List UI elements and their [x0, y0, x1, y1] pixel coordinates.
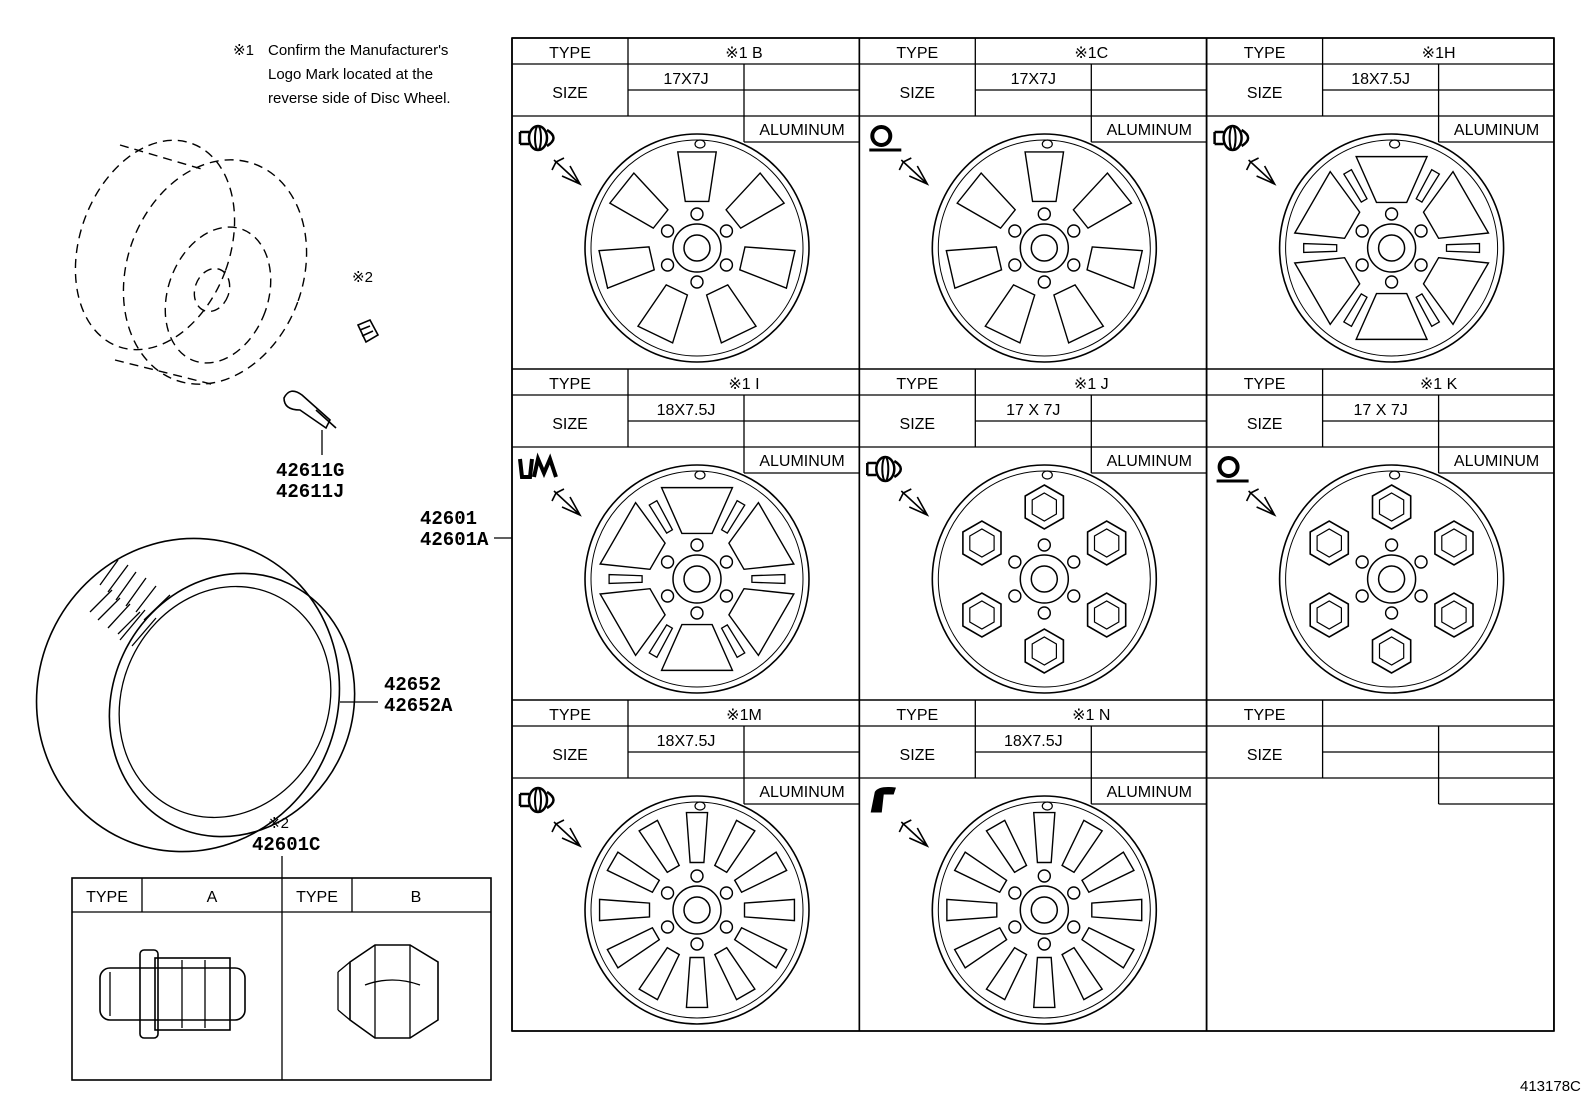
wheel-type-code: ※1 I: [728, 376, 759, 393]
q-logo-icon: [1216, 456, 1277, 517]
type-label: TYPE: [1244, 376, 1286, 393]
wheel-type-code: ※1H: [1422, 45, 1456, 62]
wheel-12-window-drawing: [584, 795, 810, 1025]
nut-part: 42601C: [252, 834, 320, 856]
spare-wheel-dashed-drawing: [74, 139, 308, 386]
wheel-size: 18X7.5J: [1004, 733, 1063, 750]
wheel-material: ALUMINUM: [759, 122, 844, 139]
valve-part-2: 42611J: [276, 481, 344, 503]
type-label: TYPE: [549, 376, 591, 393]
wheel-type-code: ※1M: [726, 707, 762, 724]
tire-drawing: 42652 42652A: [35, 537, 453, 853]
note-mark: ※1: [233, 42, 254, 59]
note-line-3: reverse side of Disc Wheel.: [268, 90, 451, 107]
type-label: TYPE: [1244, 45, 1286, 62]
wheel-type-code: ※1C: [1074, 45, 1108, 62]
figure-id: 413178C: [1520, 1078, 1581, 1095]
tire-part-2: 42652A: [384, 695, 453, 717]
size-label: SIZE: [900, 416, 936, 433]
wheel-part-2: 42601A: [420, 529, 489, 551]
nut-type-b: B: [411, 889, 422, 906]
size-label: SIZE: [552, 85, 588, 102]
wheel-material: ALUMINUM: [1107, 122, 1192, 139]
wheel-type-code: ※1 J: [1074, 376, 1109, 393]
wheel-part-labels: 42601 42601A: [420, 508, 512, 551]
size-label: SIZE: [1247, 416, 1283, 433]
nut-ref: ※2: [268, 815, 289, 832]
toyota-logo-icon: [518, 786, 582, 848]
valve-cap-ref: ※2: [352, 269, 373, 286]
nut-table: TYPE A TYPE B: [71, 877, 492, 1081]
wheel-size: 18X7.5J: [657, 733, 716, 750]
wheel-material: ALUMINUM: [1454, 122, 1539, 139]
type-label: TYPE: [549, 45, 591, 62]
note-line-2: Logo Mark located at the: [268, 66, 433, 83]
wheel-type-code: ※1 B: [725, 45, 762, 62]
q-logo-icon: [869, 125, 930, 186]
wheel-cell-2: TYPE SIZE ※1C 17X7J ALUMINUM: [858, 37, 1208, 369]
boot-logo-icon: [870, 787, 930, 848]
toyota-logo-icon: [1213, 124, 1277, 186]
valve-part-1: 42611G: [276, 460, 344, 482]
nut-type-label-a: TYPE: [86, 889, 128, 906]
wheel-material: ALUMINUM: [759, 453, 844, 470]
lug-nut-a-drawing: [99, 949, 246, 1039]
wheel-size: 17X7J: [1011, 71, 1056, 88]
size-label: SIZE: [900, 85, 936, 102]
valve-cap-drawing: ※2: [352, 269, 380, 344]
nut-type-a: A: [207, 889, 218, 906]
wheel-material: ALUMINUM: [1107, 784, 1192, 801]
wheel-type-table: TYPE SIZE ※1 B 17X7J ALUMINUM TYPE SIZE ※1C 17X7…: [511, 37, 1555, 1032]
wheel-6-hex-drawing: [931, 464, 1158, 694]
wheel-material: ALUMINUM: [1107, 453, 1192, 470]
manufacturer-note: ※1 Confirm the Manufacturer's Logo Mark …: [233, 42, 451, 107]
lug-nut-b-drawing: [337, 944, 439, 1039]
type-label: TYPE: [896, 376, 938, 393]
wheel-6-hex-drawing: [1278, 464, 1505, 694]
wheel-7-spoke-drawing: [931, 133, 1158, 363]
wheel-7-spoke-drawing: [584, 133, 810, 363]
wheel-material: ALUMINUM: [1454, 453, 1539, 470]
wheel-cell-5: TYPE SIZE ※1 J 17 X 7J ALUMINUM: [858, 368, 1208, 700]
toyota-logo-icon: [518, 124, 582, 186]
wheel-cell-7: TYPE SIZE ※1M 18X7.5J ALUMINUM: [511, 699, 861, 1031]
wheel-cell-1: TYPE SIZE ※1 B 17X7J ALUMINUM: [511, 37, 861, 369]
wheel-part-1: 42601: [420, 508, 477, 530]
valve-stem-drawing: 42611G 42611J: [276, 390, 344, 503]
size-label: SIZE: [900, 747, 936, 764]
wheel-size: 18X7.5J: [657, 402, 716, 419]
wheel-12-window-drawing: [931, 795, 1158, 1025]
wheel-cell-4: TYPE SIZE ※1 I 18X7.5J ALUMINUM: [511, 368, 861, 700]
wheel-6-split-drawing: [1278, 133, 1505, 363]
wheel-material: ALUMINUM: [759, 784, 844, 801]
wheel-6-split-drawing: [584, 464, 810, 694]
wheel-size: 17X7J: [663, 71, 708, 88]
note-line-1: Confirm the Manufacturer's: [268, 42, 448, 59]
wheel-cell-6: TYPE SIZE ※1 K 17 X 7J ALUMINUM: [1205, 368, 1555, 700]
wheel-cell-8: TYPE SIZE ※1 N 18X7.5J ALUMINUM: [858, 699, 1208, 1031]
size-label: SIZE: [552, 416, 588, 433]
nut-labels: ※2 42601C: [252, 815, 320, 878]
type-label: TYPE: [896, 707, 938, 724]
type-label: TYPE: [896, 45, 938, 62]
wheel-type-code: ※1 N: [1072, 707, 1110, 724]
um-logo-icon: [518, 452, 582, 517]
tire-part-1: 42652: [384, 674, 441, 696]
nut-type-label-b: TYPE: [296, 889, 338, 906]
wheel-cell-9: TYPE SIZE: [1205, 699, 1555, 1031]
wheel-type-code: ※1 K: [1420, 376, 1458, 393]
size-label: SIZE: [1247, 747, 1283, 764]
toyota-logo-icon: [866, 455, 930, 517]
type-label: TYPE: [549, 707, 591, 724]
wheel-cell-3: TYPE SIZE ※1H 18X7.5J ALUMINUM: [1205, 37, 1555, 369]
size-label: SIZE: [1247, 85, 1283, 102]
wheel-size: 17 X 7J: [1006, 402, 1060, 419]
type-label: TYPE: [1244, 707, 1286, 724]
size-label: SIZE: [552, 747, 588, 764]
wheel-size: 18X7.5J: [1351, 71, 1410, 88]
wheel-size: 17 X 7J: [1353, 402, 1407, 419]
